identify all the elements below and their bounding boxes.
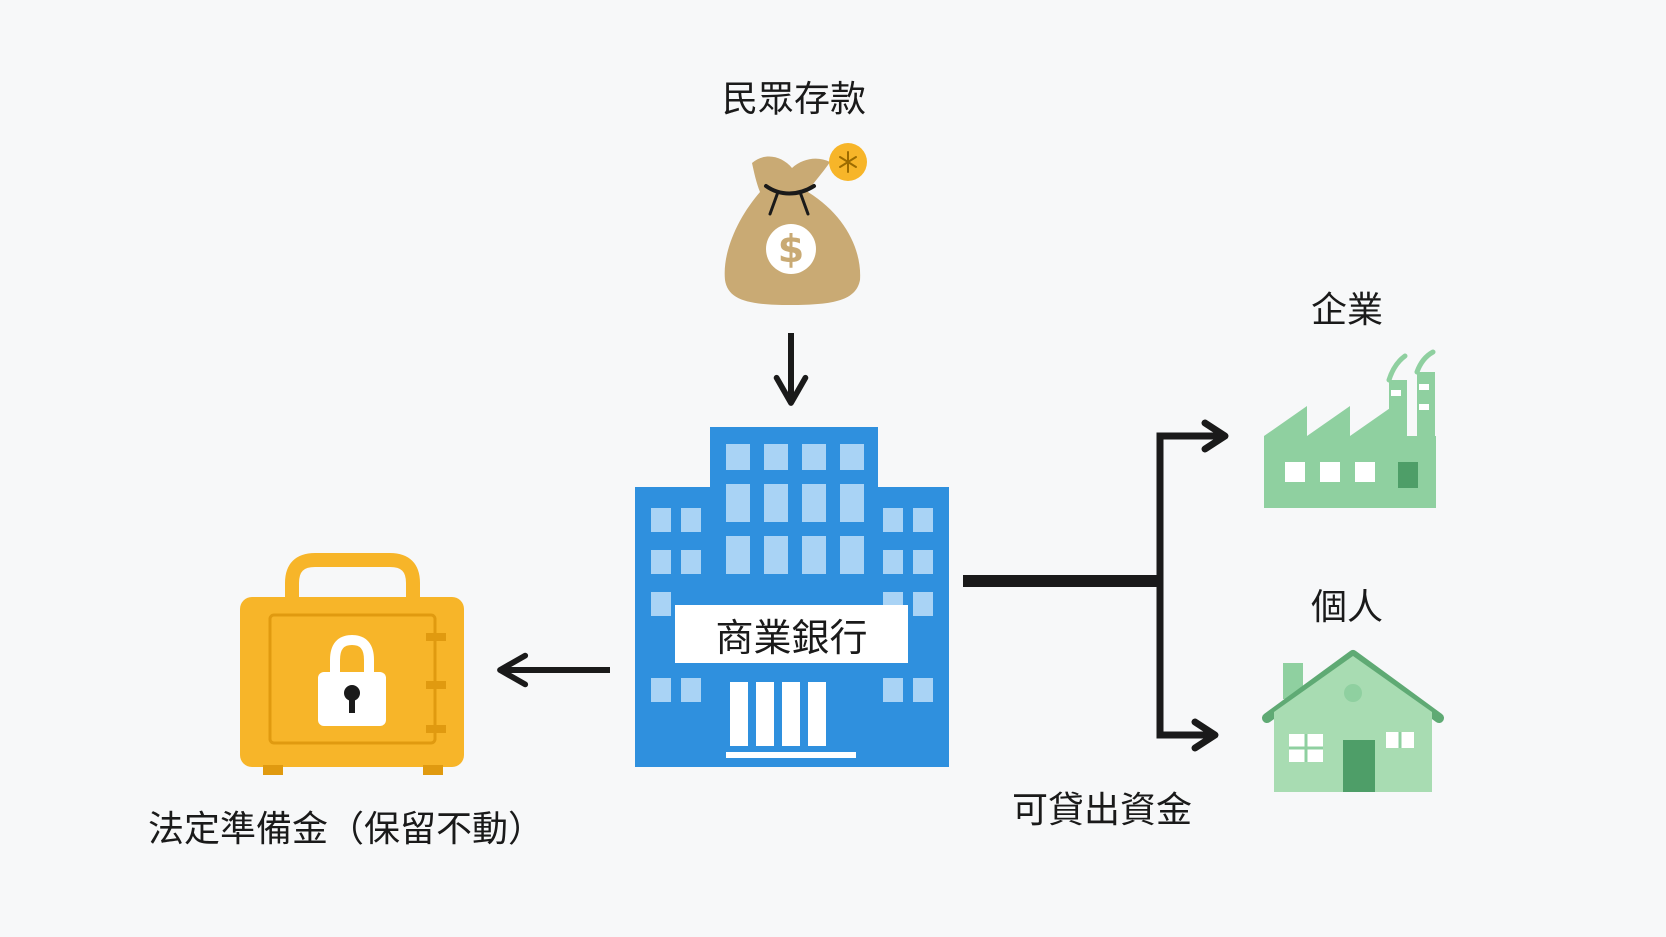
legal-reserve-label: 法定準備金（保留不動）: [148, 809, 545, 850]
bank-building-icon: [635, 427, 949, 767]
bank-entrance: [726, 682, 856, 758]
loan-arrows: [963, 419, 1229, 752]
enterprise-label: 企業: [1311, 290, 1384, 331]
bank-label: 商業銀行: [675, 605, 908, 663]
padlock-icon: [318, 634, 386, 726]
individual-label: 個人: [1311, 587, 1384, 628]
svg-text:$: $: [778, 227, 804, 271]
deposit-label: 民眾存款: [722, 79, 867, 120]
locked-safe-icon: [240, 553, 464, 775]
coin-icon: [829, 143, 867, 181]
factory-icon: [1264, 349, 1436, 508]
house-icon: [1262, 650, 1444, 792]
money-bag-icon: $: [724, 143, 867, 305]
loanable-funds-label: 可貸出資金: [1012, 790, 1193, 831]
